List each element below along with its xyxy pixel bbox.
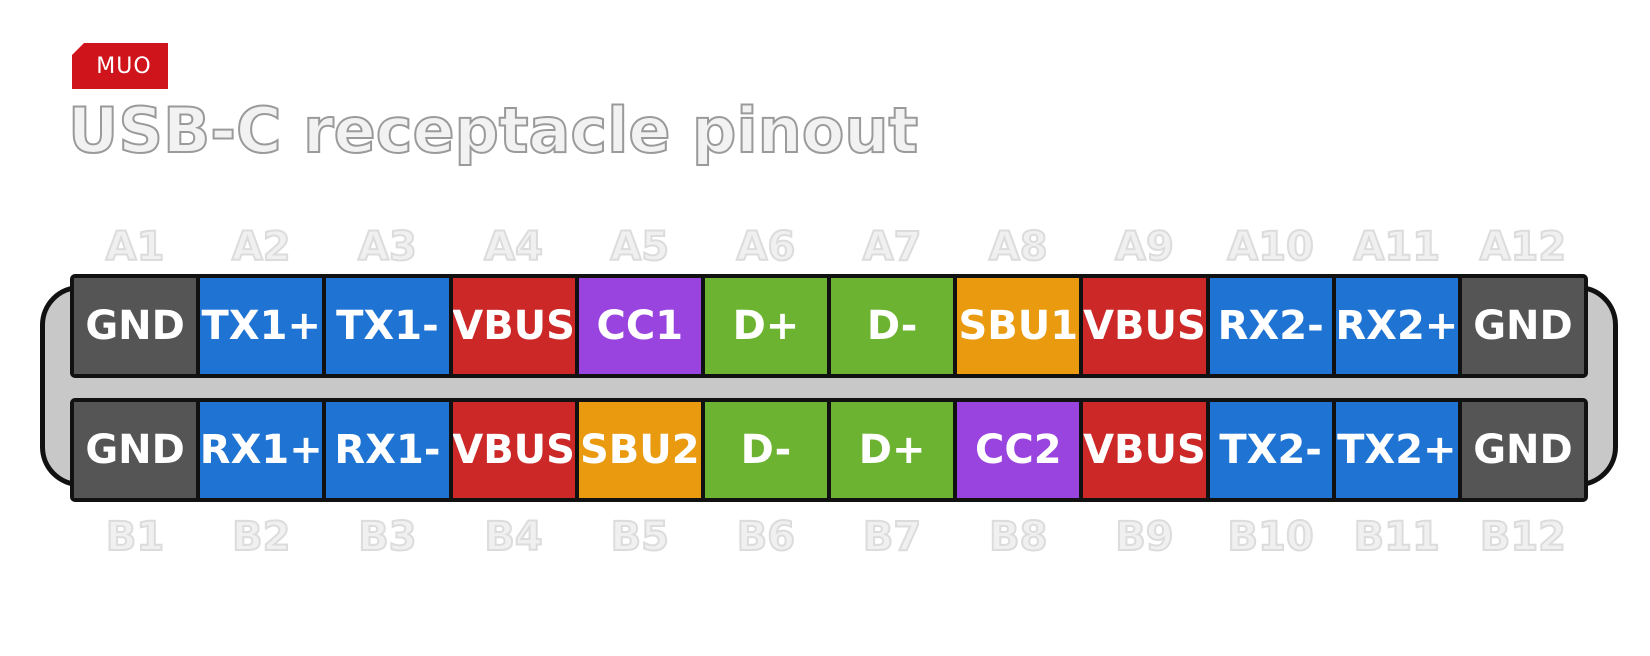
pin-a12: GND (1461, 278, 1585, 374)
pin-label-a1: A1 (105, 223, 166, 271)
pin-label-b2: B2 (231, 513, 291, 561)
pin-b9: VBUS (1083, 402, 1206, 498)
pin-label-a9: A9 (1114, 223, 1175, 271)
pin-b7: D+ (831, 402, 954, 498)
pin-a6: D+ (704, 278, 828, 374)
pin-label-a4: A4 (483, 223, 544, 271)
muo-logo: MUO (72, 43, 168, 89)
pin-b11: TX2+ (1335, 402, 1458, 498)
pin-a3: TX1- (326, 278, 449, 374)
logo-text: MUO (96, 53, 152, 79)
diagram-title: USB-C receptacle pinout (67, 93, 919, 168)
pin-label-b9: B9 (1114, 513, 1174, 561)
pin-b6: D- (704, 402, 828, 498)
pin-label-b10: B10 (1227, 513, 1315, 561)
pin-label-a5: A5 (609, 223, 670, 271)
pin-label-b1: B1 (105, 513, 165, 561)
pin-label-b12: B12 (1479, 513, 1567, 561)
pin-a1: GND (74, 278, 197, 374)
pin-a2: TX1+ (200, 278, 323, 374)
pin-label-a12: A12 (1479, 223, 1568, 271)
pin-b1: GND (74, 402, 197, 498)
pin-a11: RX2+ (1335, 278, 1458, 374)
pin-a9: VBUS (1083, 278, 1206, 374)
pin-label-b4: B4 (483, 513, 543, 561)
pin-b4: VBUS (452, 402, 575, 498)
pin-label-a2: A2 (231, 223, 292, 271)
pin-label-a10: A10 (1226, 223, 1315, 271)
pin-b2: RX1+ (200, 402, 323, 498)
pin-a10: RX2- (1209, 278, 1332, 374)
pin-a8: SBU1 (957, 278, 1080, 374)
pin-b10: TX2- (1209, 402, 1332, 498)
pin-b3: RX1- (326, 402, 449, 498)
pin-a7: D- (831, 278, 954, 374)
pin-label-a8: A8 (988, 223, 1049, 271)
pin-label-b3: B3 (357, 513, 417, 561)
pin-label-a6: A6 (736, 223, 797, 271)
pin-label-a7: A7 (862, 223, 923, 271)
pin-a5: CC1 (578, 278, 701, 374)
pin-label-a11: A11 (1352, 223, 1441, 271)
pin-label-b8: B8 (988, 513, 1048, 561)
pin-b12: GND (1461, 402, 1585, 498)
pin-label-b7: B7 (862, 513, 922, 561)
pin-label-b5: B5 (610, 513, 670, 561)
pin-label-b11: B11 (1353, 513, 1441, 561)
pin-label-b6: B6 (736, 513, 796, 561)
pin-label-a3: A3 (357, 223, 418, 271)
pin-b5: SBU2 (578, 402, 701, 498)
pin-a4: VBUS (452, 278, 575, 374)
pin-b8: CC2 (957, 402, 1080, 498)
